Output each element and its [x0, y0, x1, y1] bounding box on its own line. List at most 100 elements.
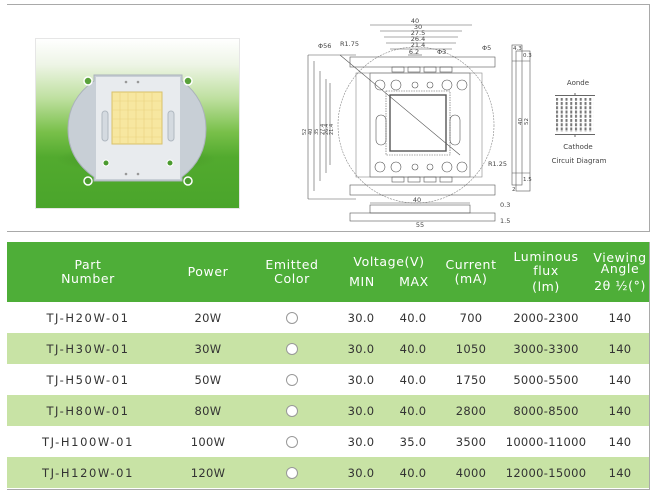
svg-text:1.5: 1.5 [500, 217, 510, 225]
header-voltage-min: MIN [349, 274, 375, 289]
white-color-swatch-icon [286, 436, 298, 448]
cell-luminous-flux: 12000-15000 [505, 465, 587, 480]
cell-voltage-max: 40.0 [399, 465, 427, 480]
anode-label: Aonde [566, 79, 590, 87]
cell-current: 2800 [455, 403, 487, 418]
white-color-swatch-icon [286, 467, 298, 479]
svg-text:2: 2 [512, 187, 516, 193]
white-color-swatch-icon [286, 374, 298, 386]
svg-text:35: 35 [314, 129, 320, 135]
cell-voltage-max: 40.0 [399, 341, 427, 356]
cell-voltage-max: 35.0 [399, 434, 427, 449]
cell-viewing-angle: 140 [608, 372, 632, 387]
header-emitted-color: Emitted Color [265, 257, 319, 286]
side-view-drawing: 4.3 0.3 40 52 1.5 2 [511, 44, 532, 193]
led-chip-photo [35, 38, 240, 209]
dimension-drawing: 40 30 27.5 26.4 21.4 6.2 Φ56 R1.75 Φ3 Φ5… [302, 17, 510, 227]
header-voltage-max: MAX [399, 274, 429, 289]
svg-text:Φ5: Φ5 [482, 44, 491, 52]
cell-voltage-min: 30.0 [347, 434, 375, 449]
svg-text:Φ3: Φ3 [437, 48, 446, 56]
cell-luminous-flux: 8000-8500 [513, 403, 579, 418]
cell-voltage-min: 30.0 [347, 465, 375, 480]
cell-part-number: TJ-H120W-01 [41, 465, 135, 480]
cell-voltage-min: 30.0 [347, 372, 375, 387]
svg-text:21.4: 21.4 [329, 124, 335, 135]
cell-power: 20W [194, 310, 222, 325]
cell-current: 3500 [455, 434, 487, 449]
led-matrix-icon [555, 93, 595, 137]
white-color-swatch-icon [286, 405, 298, 417]
cell-viewing-angle: 140 [608, 465, 632, 480]
svg-text:Φ56: Φ56 [318, 42, 331, 50]
cell-part-number: TJ-H30W-01 [46, 341, 130, 356]
svg-text:4.3: 4.3 [513, 46, 522, 52]
svg-text:52: 52 [302, 129, 308, 135]
cell-power: 120W [190, 465, 226, 480]
table-row: TJ-H120W-01 120W 30.0 40.0 4000 12000-15… [7, 457, 650, 488]
svg-text:0.3: 0.3 [500, 201, 510, 209]
cell-current: 1050 [455, 341, 487, 356]
svg-text:R1.75: R1.75 [340, 40, 359, 48]
cell-part-number: TJ-H50W-01 [46, 372, 130, 387]
cell-luminous-flux: 5000-5500 [513, 372, 579, 387]
svg-text:40: 40 [518, 118, 524, 125]
svg-text:26.4: 26.4 [324, 124, 330, 135]
svg-text:52: 52 [524, 118, 530, 125]
white-color-swatch-icon [286, 312, 298, 324]
cell-emitted-color [247, 364, 337, 395]
svg-text:6.2: 6.2 [409, 48, 419, 56]
white-color-swatch-icon [286, 343, 298, 355]
cathode-label: Cathode [563, 143, 593, 151]
cell-emitted-color [247, 333, 337, 364]
spec-table: Part Number Power Emitted Color Voltage(… [7, 242, 650, 490]
table-row: TJ-H50W-01 50W 30.0 40.0 1750 5000-5500 … [7, 364, 650, 395]
cell-voltage-min: 30.0 [347, 403, 375, 418]
header-voltage: Voltage(V) MIN MAX [349, 254, 429, 289]
table-row: TJ-H30W-01 30W 30.0 40.0 1050 3000-3300 … [7, 333, 650, 364]
cell-power: 100W [190, 434, 226, 449]
cell-voltage-max: 40.0 [399, 403, 427, 418]
svg-text:27.5: 27.5 [411, 29, 425, 37]
table-header-row: Part Number Power Emitted Color Voltage(… [7, 242, 650, 302]
svg-text:R1.25: R1.25 [488, 160, 507, 168]
cell-voltage-min: 30.0 [347, 341, 375, 356]
cell-power: 30W [194, 341, 222, 356]
svg-text:1.5: 1.5 [523, 177, 532, 183]
cell-emitted-color [247, 302, 337, 333]
svg-text:30: 30 [414, 23, 422, 31]
svg-text:26.4: 26.4 [411, 35, 425, 43]
header-part-number: Part Number [61, 257, 115, 286]
circuit-diagram-title: Circuit Diagram [551, 157, 607, 165]
cell-voltage-max: 40.0 [399, 372, 427, 387]
cell-part-number: TJ-H100W-01 [41, 434, 135, 449]
header-viewing-angle: Viewing Angle 2θ ½(°) [593, 249, 647, 293]
cell-viewing-angle: 140 [608, 310, 632, 325]
cell-power: 50W [194, 372, 222, 387]
table-row: TJ-H100W-01 100W 30.0 35.0 3500 10000-11… [7, 426, 650, 457]
cell-part-number: TJ-H80W-01 [46, 403, 130, 418]
svg-text:55: 55 [416, 221, 424, 227]
header-luminous-flux: Luminous flux (lm) [513, 249, 579, 294]
svg-text:40: 40 [308, 129, 314, 135]
cell-viewing-angle: 140 [608, 403, 632, 418]
svg-text:27.4: 27.4 [320, 124, 326, 135]
header-current: Current (mA) [445, 257, 497, 286]
cell-emitted-color [247, 457, 337, 488]
header-power: Power [187, 264, 229, 279]
svg-text:0.3: 0.3 [523, 53, 532, 59]
cell-part-number: TJ-H20W-01 [46, 310, 130, 325]
circuit-diagram: Aonde Cathode Circuit Diagram [543, 79, 613, 179]
cell-current: 4000 [455, 465, 487, 480]
cell-luminous-flux: 3000-3300 [513, 341, 579, 356]
cell-current: 700 [459, 310, 483, 325]
cell-current: 1750 [455, 372, 487, 387]
svg-text:21.4: 21.4 [411, 41, 425, 49]
table-row: TJ-H20W-01 20W 30.0 40.0 700 2000-2300 1… [7, 302, 650, 333]
cell-power: 80W [194, 403, 222, 418]
cell-luminous-flux: 10000-11000 [505, 434, 587, 449]
cell-voltage-min: 30.0 [347, 310, 375, 325]
cell-voltage-max: 40.0 [399, 310, 427, 325]
table-row: TJ-H80W-01 80W 30.0 40.0 2800 8000-8500 … [7, 395, 650, 426]
cell-luminous-flux: 2000-2300 [513, 310, 579, 325]
